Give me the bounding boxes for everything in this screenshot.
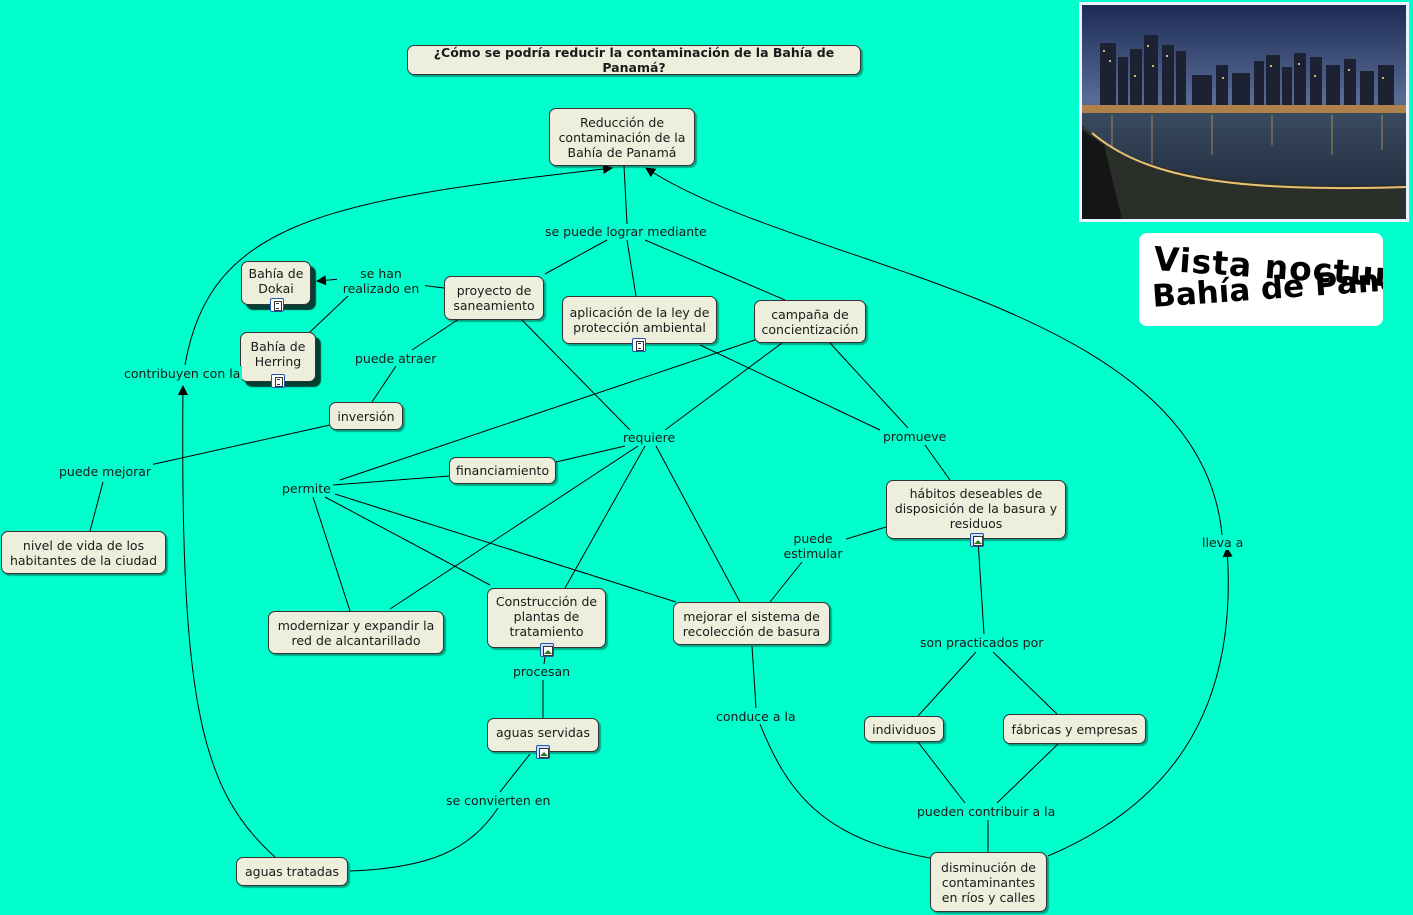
concept-reduccion[interactable]: Reducción de contaminación de la Bahía d… xyxy=(549,108,695,166)
concept-construccion-plantas[interactable]: Construcción de plantas de tratamiento xyxy=(487,588,606,648)
link-se-han-realizado[interactable]: se han realizado en xyxy=(337,266,425,296)
concept-label: aguas tratadas xyxy=(244,864,340,879)
concept-mejorar-recoleccion[interactable]: mejorar el sistema de recolección de bas… xyxy=(673,602,830,645)
concept-label: fábricas y empresas xyxy=(1011,721,1138,737)
concept-fabricas-empresas[interactable]: fábricas y empresas xyxy=(1003,714,1146,744)
concept-label: hábitos deseables de disposición de la b… xyxy=(894,486,1058,531)
concept-proyecto-saneamiento[interactable]: proyecto de saneamiento xyxy=(444,276,544,320)
concept-modernizar[interactable]: modernizar y expandir la red de alcantar… xyxy=(268,611,444,654)
link-puede-mejorar[interactable]: puede mejorar xyxy=(57,464,154,479)
concept-label: Reducción de contaminación de la Bahía d… xyxy=(558,114,686,160)
concept-label: individuos xyxy=(872,721,936,737)
concept-aplicacion-ley[interactable]: aplicación de la ley de protección ambie… xyxy=(562,296,717,344)
document-icon[interactable] xyxy=(270,298,284,312)
link-lleva-a[interactable]: lleva a xyxy=(1200,535,1246,550)
document-icon[interactable] xyxy=(271,374,285,388)
concept-bahia-herring[interactable]: Bahía de Herring xyxy=(240,332,316,382)
concept-financiamiento[interactable]: financiamiento xyxy=(449,457,556,484)
link-pueden-contribuir[interactable]: pueden contribuir a la xyxy=(915,804,1058,819)
link-se-puede-lograr[interactable]: se puede lograr mediante xyxy=(543,224,709,239)
concept-label: aguas servidas xyxy=(496,725,590,740)
concept-label: Construcción de plantas de tratamiento xyxy=(495,594,598,639)
concept-label: modernizar y expandir la red de alcantar… xyxy=(277,617,435,648)
concept-campana[interactable]: campaña de concientización xyxy=(754,300,866,343)
question-title: ¿Cómo se podría reducir la contaminación… xyxy=(407,45,861,75)
concept-label: disminución de contaminantes en ríos y c… xyxy=(941,859,1036,905)
link-contribuyen[interactable]: contribuyen con la xyxy=(122,366,243,381)
concept-individuos[interactable]: individuos xyxy=(864,716,944,742)
concept-label: proyecto de saneamiento xyxy=(453,283,535,313)
link-puede-atraer[interactable]: puede atraer xyxy=(353,351,439,366)
bay-night-photo xyxy=(1079,2,1409,222)
concept-label: financiamiento xyxy=(455,463,550,478)
photo-caption-card: Vista nocturna Bahía de Panamá xyxy=(1139,233,1383,326)
link-procesan[interactable]: procesan xyxy=(511,664,573,679)
concept-label: mejorar el sistema de recolección de bas… xyxy=(682,608,821,639)
link-son-practicados[interactable]: son practicados por xyxy=(918,635,1046,650)
concept-label: campaña de concientización xyxy=(761,306,859,337)
link-puede-estimular[interactable]: puede estimular xyxy=(780,531,846,561)
link-permite[interactable]: permite xyxy=(280,481,333,496)
concept-label: nivel de vida de los habitantes de la ci… xyxy=(9,537,158,568)
concept-aguas-tratadas[interactable]: aguas tratadas xyxy=(236,857,348,886)
concept-label: Bahía de Herring xyxy=(250,339,306,369)
link-promueve[interactable]: promueve xyxy=(881,429,949,444)
image-icon[interactable] xyxy=(970,533,984,547)
concept-habitos[interactable]: hábitos deseables de disposición de la b… xyxy=(886,480,1066,539)
concept-nivel-vida[interactable]: nivel de vida de los habitantes de la ci… xyxy=(1,531,166,574)
concept-inversion[interactable]: inversión xyxy=(329,402,403,430)
image-icon[interactable] xyxy=(540,643,554,657)
concept-label: Bahía de Dokai xyxy=(248,266,304,296)
concept-label: inversión xyxy=(337,408,395,424)
question-text: ¿Cómo se podría reducir la contaminación… xyxy=(433,45,835,75)
link-se-convierten[interactable]: se convierten en xyxy=(444,793,553,808)
concept-disminucion[interactable]: disminución de contaminantes en ríos y c… xyxy=(930,852,1047,912)
city-skyline-image xyxy=(1082,5,1406,219)
link-conduce[interactable]: conduce a la xyxy=(714,709,798,724)
link-requiere[interactable]: requiere xyxy=(621,430,678,445)
image-icon[interactable] xyxy=(536,745,550,759)
concept-label: aplicación de la ley de protección ambie… xyxy=(569,305,710,335)
document-icon[interactable] xyxy=(632,338,646,352)
